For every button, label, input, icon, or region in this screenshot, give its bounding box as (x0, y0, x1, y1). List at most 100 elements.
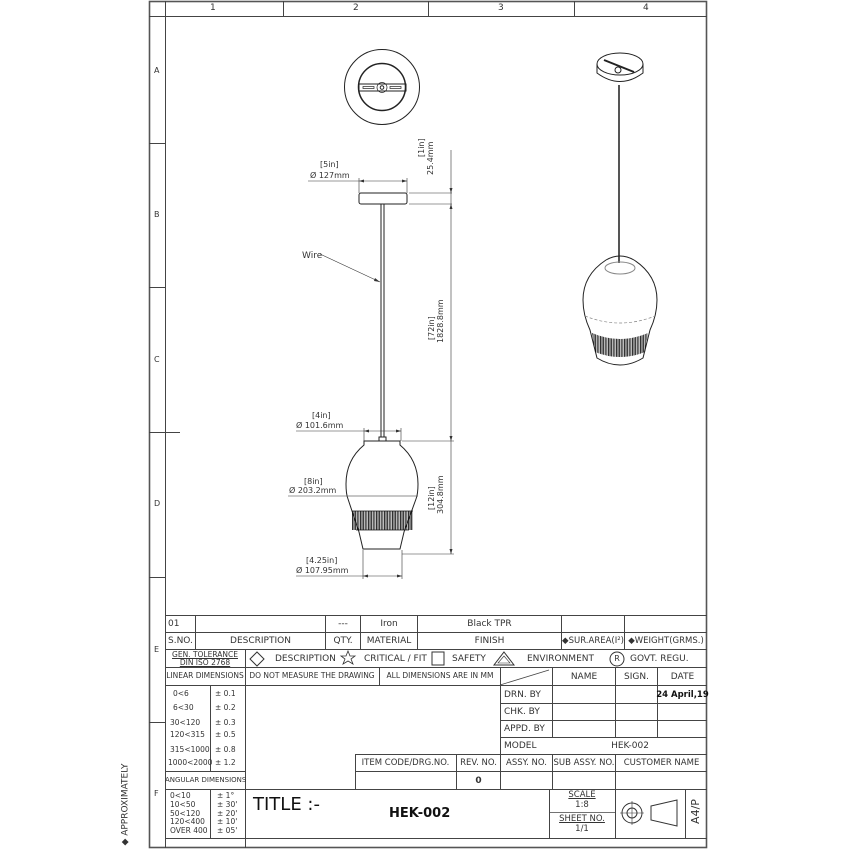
rev-no-value: 0 (475, 775, 482, 786)
linear-range: 30<120 (170, 718, 201, 727)
angular-range: 10<50 (170, 800, 196, 809)
sub-assy-no-header: SUB ASSY. NO. (553, 758, 615, 768)
angular-range: 120<400 (170, 817, 205, 826)
linear-range: 0<6 (173, 689, 189, 698)
legend-govt-symbol: R (614, 654, 620, 663)
star-icon (339, 649, 357, 665)
checked-by-label: CHK. BY (504, 707, 540, 717)
column-label-3: 3 (498, 3, 504, 13)
bottom-dia-mm: Ø 107.95mm (296, 566, 349, 575)
bom-description (196, 616, 325, 632)
drawn-by-label: DRN. BY (504, 689, 541, 700)
linear-tol: ± 0.3 (215, 718, 236, 727)
angular-tol: ± 30' (217, 800, 238, 809)
rev-no-header: REV. NO. (460, 758, 497, 768)
item-code-header: ITEM CODE/DRG.NO. (361, 758, 450, 768)
all-mm-note: ALL DIMENSIONS ARE IN MM (386, 671, 494, 680)
canopy-height-mm: 25.4mm (426, 141, 435, 175)
front-view (345, 192, 419, 550)
assy-no-header: ASSY. NO. (506, 758, 547, 768)
top-dia-in: [4in] (312, 411, 331, 420)
linear-tol: ± 0.5 (215, 730, 236, 739)
row-label-f: F (154, 789, 159, 798)
angular-tol: ± 1° (217, 791, 235, 800)
row-label-e: E (154, 645, 160, 654)
bom-sno: 01 (168, 619, 180, 629)
linear-range: 6<30 (173, 703, 194, 712)
canopy-height-in: [1in] (417, 138, 426, 157)
column-label-1: 1 (210, 3, 216, 13)
max-dia-mm: Ø 203.2mm (289, 486, 337, 495)
linear-dimensions-label: LINEAR DIMENSIONS (166, 671, 244, 680)
bom-header-sno: S.NO. (168, 636, 193, 646)
registered-icon (609, 651, 625, 667)
angular-tol: ± 05' (217, 826, 238, 835)
top-view (344, 49, 420, 125)
shade-height-mm: 304.8mm (436, 475, 445, 515)
wire-length-in: [72in] (427, 316, 436, 340)
paper-size: A4/P (688, 799, 702, 824)
legend-environment: ENVIRONMENT (527, 654, 594, 664)
model-value: HEK-002 (611, 741, 649, 751)
row-label-d: D (154, 499, 161, 508)
canopy-dia-mm: Ø 127mm (310, 171, 350, 180)
linear-tol: ± 0.8 (215, 745, 236, 754)
projection-symbol-icon (620, 799, 678, 827)
bom-material: Iron (380, 619, 398, 629)
linear-tol: ± 0.2 (215, 703, 236, 712)
legend-safety: SAFETY (452, 654, 486, 664)
linear-range: 1000<2000 (168, 758, 213, 767)
bom-header-weight: ◆WEIGHT(GRMS.) (628, 636, 704, 646)
linear-tol: ± 0.1 (215, 689, 236, 698)
title-label: TITLE :- (253, 794, 320, 815)
linear-range: 315<1000 (170, 745, 210, 754)
bom-header-description: DESCRIPTION (230, 636, 291, 646)
wire-length-mm: 1828.8mm (436, 299, 445, 343)
bom-qty: --- (338, 619, 348, 629)
angular-range: OVER 400 (170, 826, 208, 835)
bom-header-material: MATERIAL (366, 636, 412, 646)
isometric-view (582, 52, 658, 366)
no-measure-note: DO NOT MEASURE THE DRAWING (249, 671, 375, 680)
bom-finish: Black TPR (467, 619, 512, 629)
approval-header-date: DATE (670, 671, 695, 682)
top-dia-mm: Ø 101.6mm (296, 421, 344, 430)
bom-header-finish: FINISH (474, 636, 505, 646)
angular-range: 0<10 (170, 791, 191, 800)
wire-callout: Wire (302, 251, 323, 261)
diamond-icon (249, 651, 265, 667)
row-label-a: A (154, 66, 160, 75)
angular-tol: ± 10' (217, 817, 238, 826)
approved-by-label: APPD. BY (504, 724, 545, 734)
customer-name-header: CUSTOMER NAME (623, 758, 700, 768)
canopy-dia-in: [5in] (320, 160, 339, 169)
scale-label: SCALE (568, 790, 596, 800)
angular-tol: ± 20' (217, 809, 238, 818)
din-iso-label: DIN ISO 2768 (179, 658, 231, 667)
model-label: MODEL (504, 741, 537, 751)
legend-description: DESCRIPTION (275, 654, 336, 664)
bom-header-sur-area: ◆SUR.AREA(I²) (562, 636, 624, 646)
square-icon (431, 651, 445, 666)
sheet-no-label: SHEET NO. (559, 814, 605, 824)
angular-dimensions-label: ANGULAR DIMENSIONS (165, 776, 247, 784)
shade-height-in: [12in] (427, 486, 436, 510)
linear-tol: ± 1.2 (215, 758, 236, 767)
scale-value: 1:8 (575, 800, 589, 810)
sheet-no-value: 1/1 (575, 824, 589, 834)
approximately-note: ◆ APPROXIMATELY (120, 763, 131, 846)
triangle-icon (492, 651, 516, 666)
row-label-c: C (154, 355, 160, 364)
approval-header-sign: SIGN. (624, 671, 649, 682)
drawn-date: 24 April,19 (656, 689, 709, 700)
row-label-b: B (154, 210, 160, 219)
bom-header-qty: QTY. (333, 636, 353, 646)
column-label-4: 4 (643, 3, 649, 13)
approval-header-name: NAME (570, 671, 598, 682)
gen-tolerance-label: GEN. TOLERANCE (172, 650, 238, 659)
bottom-dia-in: [4.25in] (306, 556, 338, 565)
title-value: HEK-002 (389, 806, 451, 821)
linear-range: 120<315 (170, 730, 205, 739)
max-dia-in: [8in] (304, 477, 323, 486)
